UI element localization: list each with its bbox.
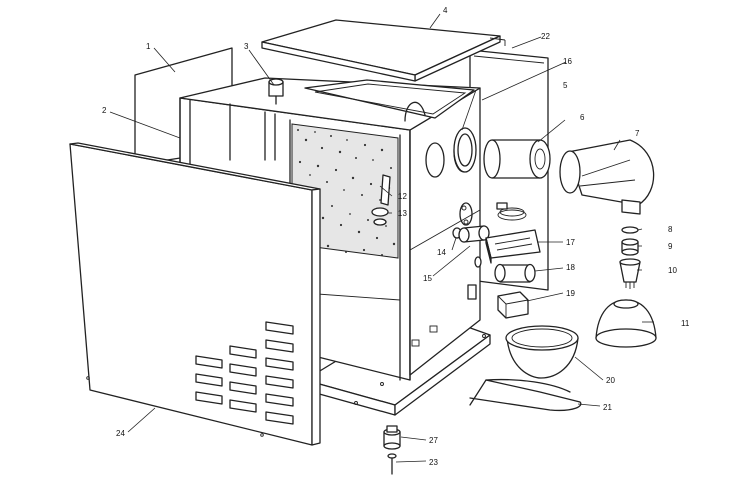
callout-11: 11 — [681, 319, 690, 328]
relay-part-19 — [497, 291, 529, 319]
callout-2: 2 — [102, 106, 107, 115]
leader-lines — [109, 13, 654, 463]
front-panel-part-24 — [69, 142, 321, 446]
o-ring-part-8 — [621, 226, 639, 234]
callout-27: 27 — [429, 436, 438, 445]
auger-cylinder-part-6 — [483, 139, 551, 179]
drip-cap-part-11 — [595, 299, 657, 348]
callout-3: 3 — [244, 42, 249, 51]
lid-part-4 — [261, 19, 506, 82]
callout-1: 1 — [146, 42, 151, 51]
callout-8: 8 — [668, 225, 673, 234]
callout-10: 10 — [668, 266, 677, 275]
nozzle-part-10 — [619, 258, 641, 289]
callout-13: 13 — [398, 209, 407, 218]
callout-21: 21 — [603, 403, 612, 412]
callout-22: 22 — [541, 32, 550, 41]
spring-clip-part-16 — [496, 202, 527, 221]
callout-20: 20 — [606, 376, 615, 385]
callout-7: 7 — [635, 129, 640, 138]
vent-louvres — [195, 321, 294, 425]
screw-part-23 — [387, 453, 397, 475]
callout-16: 16 — [563, 57, 572, 66]
callout-19: 19 — [566, 289, 575, 298]
callout-9: 9 — [668, 242, 673, 251]
dispensing-bowl-part-7 — [559, 139, 655, 215]
callout-23: 23 — [429, 458, 438, 467]
callout-12: 12 — [398, 192, 407, 201]
callout-24: 24 — [116, 429, 125, 438]
control-board-part-17 — [485, 229, 541, 264]
capacitor-part-18 — [494, 263, 536, 283]
valve-body-part-15 — [458, 225, 490, 243]
gasket-ring-part-5 — [453, 127, 477, 173]
callout-labels: 1 2 3 4 5 6 7 8 9 10 11 12 13 14 15 16 1… — [102, 6, 690, 467]
callout-4: 4 — [443, 6, 448, 15]
callout-18: 18 — [566, 263, 575, 272]
drip-tray-part-20 — [505, 325, 579, 379]
wire-holder-part-21 — [469, 378, 582, 412]
washer-part-9 — [621, 238, 639, 256]
callout-5: 5 — [563, 81, 568, 90]
callout-6: 6 — [580, 113, 585, 122]
foot-part-27 — [383, 425, 401, 450]
callout-15: 15 — [423, 274, 432, 283]
callout-17: 17 — [566, 238, 575, 247]
callout-14: 14 — [437, 248, 446, 257]
